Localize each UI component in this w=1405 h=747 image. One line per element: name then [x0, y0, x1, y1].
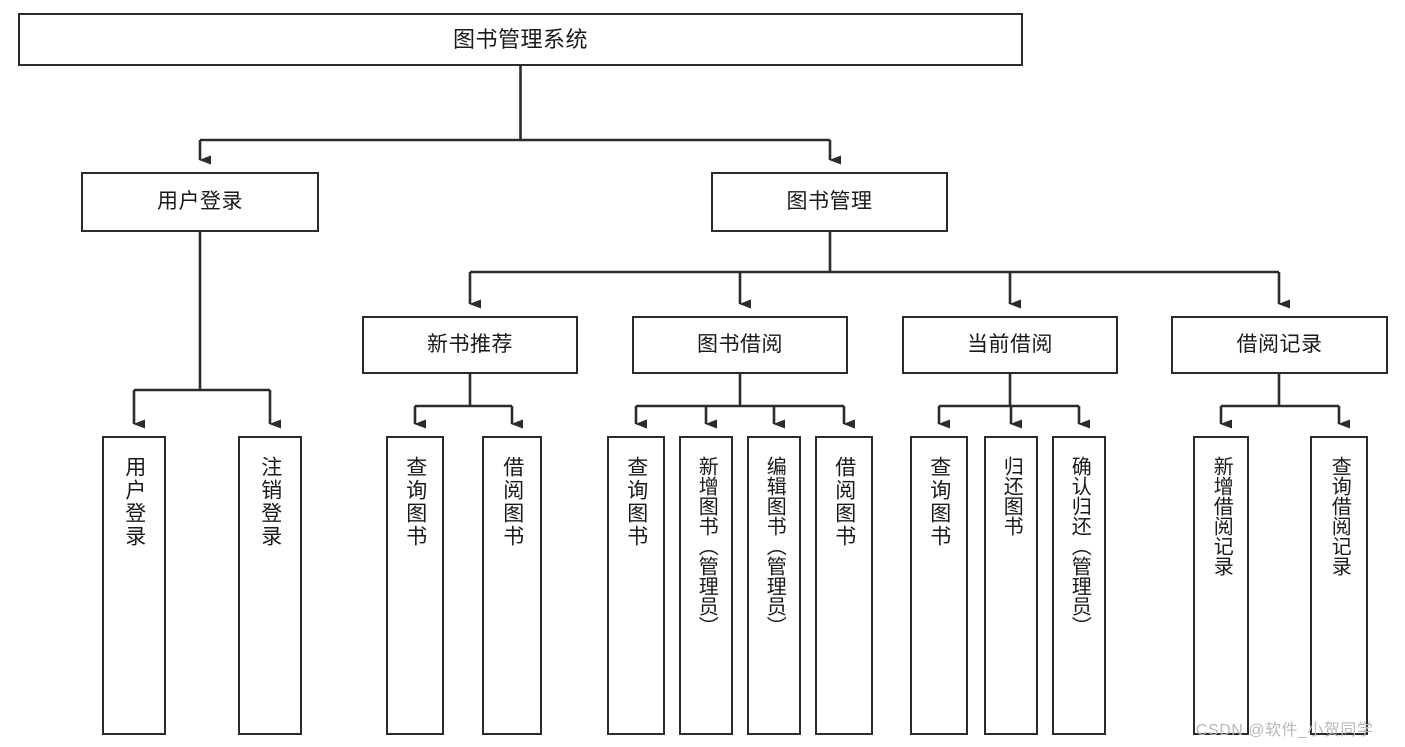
watermark-text: CSDN @软件_小贺同学: [1196, 722, 1374, 739]
node-label: 当前借阅: [967, 332, 1053, 356]
node-label: 图书管理: [786, 189, 873, 213]
node-leaf-query-record[interactable]: 查询借阅记录: [1310, 436, 1368, 735]
node-leaf-query-book-3[interactable]: 查询图书: [910, 436, 968, 735]
node-label: 借阅图书: [832, 456, 856, 548]
node-leaf-add-record[interactable]: 新增借阅记录: [1193, 436, 1249, 735]
node-book-borrow[interactable]: 图书借阅: [632, 316, 848, 374]
node-leaf-confirm-return[interactable]: 确认归还（管理员）: [1052, 436, 1106, 735]
node-label: 借阅记录: [1236, 332, 1323, 356]
csdn-watermark: CSDN @软件_小贺同学: [1196, 716, 1373, 740]
node-label: 归还图书: [1000, 456, 1023, 536]
node-leaf-query-book-1[interactable]: 查询图书: [386, 436, 444, 735]
node-label: 确认归还（管理员）: [1068, 456, 1091, 636]
node-label: 查询图书: [927, 456, 951, 548]
node-label: 新增借阅记录: [1210, 456, 1233, 576]
node-root-system[interactable]: 图书管理系统: [18, 13, 1023, 66]
node-label: 查询借阅记录: [1328, 456, 1351, 576]
node-leaf-user-login[interactable]: 用户登录: [102, 436, 166, 735]
node-leaf-query-book-2[interactable]: 查询图书: [607, 436, 665, 735]
node-label: 用户登录: [122, 456, 146, 548]
node-label: 编辑图书（管理员）: [763, 456, 786, 636]
node-leaf-edit-book[interactable]: 编辑图书（管理员）: [747, 436, 801, 735]
node-label: 注销登录: [258, 456, 282, 548]
node-label: 图书管理系统: [452, 26, 588, 52]
node-user-login[interactable]: 用户登录: [81, 172, 319, 232]
node-borrow-record[interactable]: 借阅记录: [1171, 316, 1388, 374]
node-label: 新书推荐: [427, 332, 513, 356]
node-label: 查询图书: [403, 456, 427, 548]
node-label: 查询图书: [624, 456, 648, 548]
node-current-borrow[interactable]: 当前借阅: [902, 316, 1118, 374]
node-book-manage[interactable]: 图书管理: [711, 172, 948, 232]
node-label: 图书借阅: [697, 332, 783, 356]
node-label: 借阅图书: [500, 456, 524, 548]
node-label: 用户登录: [157, 189, 243, 213]
node-leaf-borrow-book-1[interactable]: 借阅图书: [482, 436, 542, 735]
node-leaf-borrow-book-2[interactable]: 借阅图书: [815, 436, 873, 735]
node-new-book-recommend[interactable]: 新书推荐: [362, 316, 578, 374]
node-label: 新增图书（管理员）: [695, 456, 718, 636]
node-leaf-return-book[interactable]: 归还图书: [984, 436, 1038, 735]
node-leaf-logout[interactable]: 注销登录: [238, 436, 302, 735]
node-leaf-add-book[interactable]: 新增图书（管理员）: [679, 436, 733, 735]
